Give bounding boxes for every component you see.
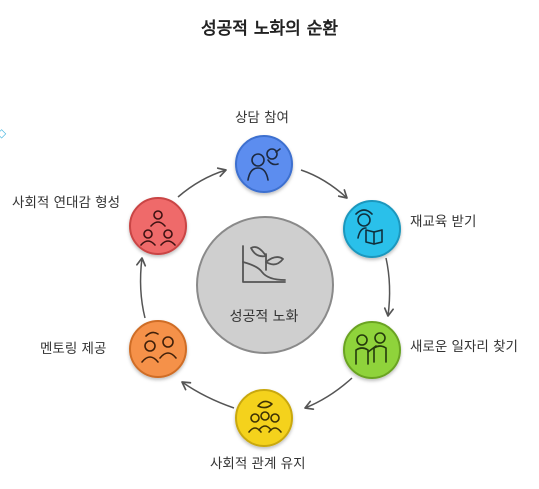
node-label-counseling: 상담 참여	[235, 110, 289, 126]
node-label-mentoring: 멘토링 제공	[40, 341, 107, 357]
node-counseling	[235, 135, 293, 193]
arrow-1	[300, 169, 348, 199]
node-community	[129, 197, 187, 255]
arrow-4	[181, 381, 235, 409]
arrow-5	[136, 257, 147, 319]
people-group-icon	[248, 400, 282, 433]
counseling-icon	[247, 148, 281, 181]
node-label-relations: 사회적 관계 유지	[210, 456, 306, 472]
mentoring-icon	[141, 331, 177, 363]
center-label: 성공적 노화	[229, 309, 299, 325]
edge-marker-icon: ◇	[0, 126, 7, 140]
community-icon	[140, 210, 176, 246]
node-label-reading: 재교육 받기	[410, 214, 477, 230]
node-reading	[343, 200, 401, 258]
presenter-icon	[355, 332, 387, 365]
arrow-6	[177, 167, 227, 198]
arrow-3	[304, 377, 353, 411]
center-node	[196, 216, 334, 354]
node-mentoring	[129, 320, 187, 378]
reading-book-icon	[355, 209, 383, 245]
sprout-chart-icon	[242, 245, 286, 283]
diagram-title: 성공적 노화의 순환	[201, 19, 338, 39]
node-people	[235, 389, 293, 447]
arrow-2	[383, 257, 394, 317]
node-label-job: 새로운 일자리 찾기	[410, 339, 518, 355]
node-presenter	[343, 321, 401, 379]
node-label-community: 사회적 연대감 형성	[12, 195, 120, 211]
